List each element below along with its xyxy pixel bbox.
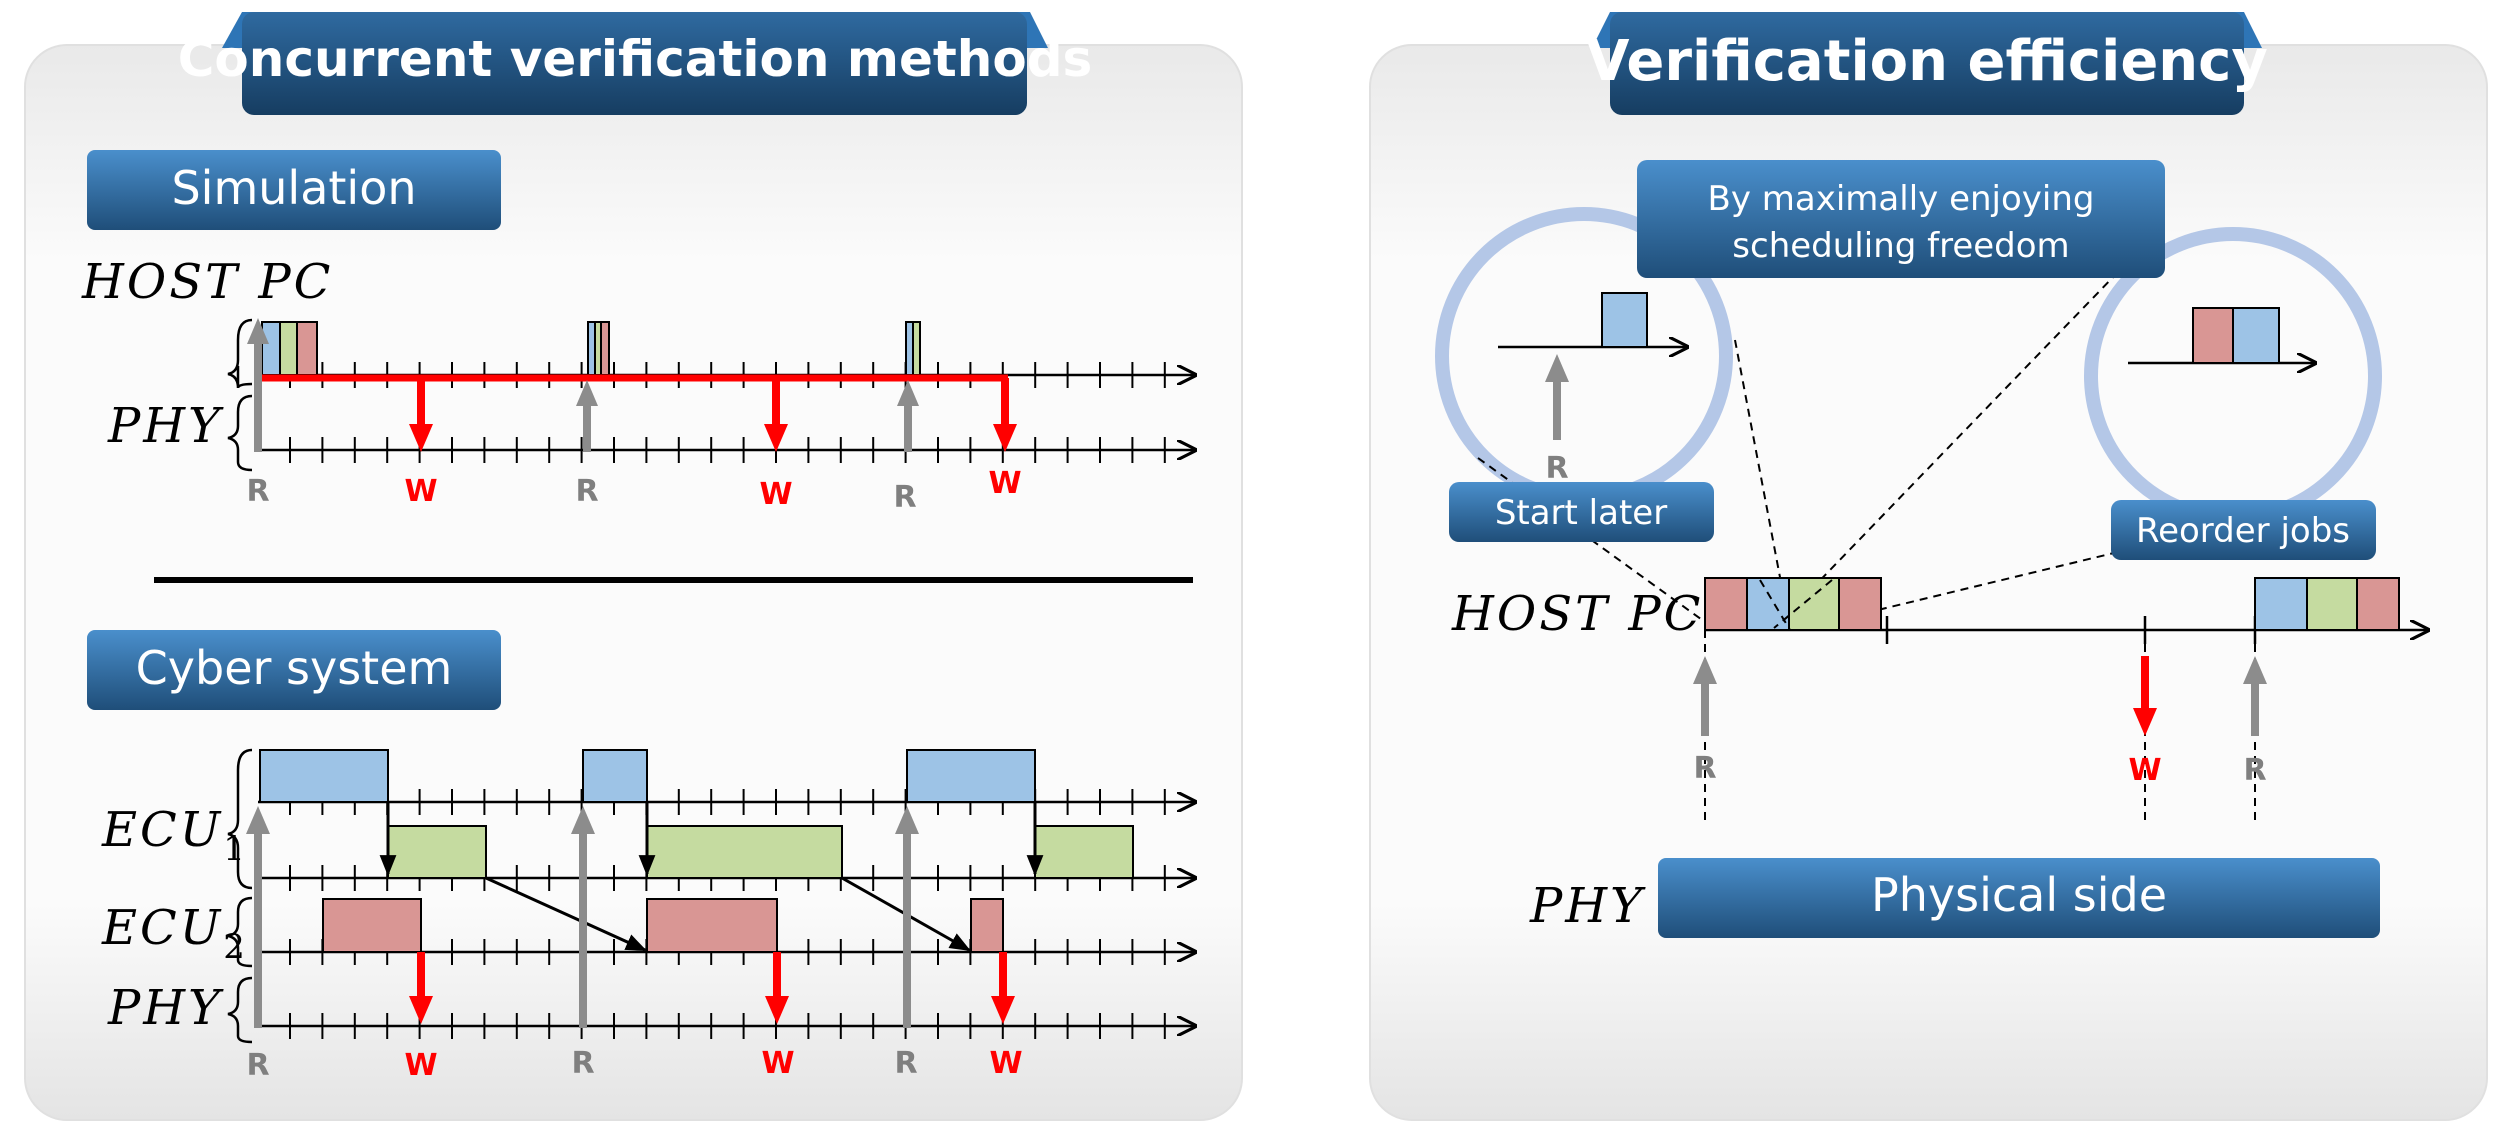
callout-line-1: By maximally enjoying [1708, 179, 2095, 219]
start-later-badge: Start later [1495, 493, 1667, 533]
ecu2-label: ECU2 [101, 900, 248, 967]
cyber-write-label: W [989, 1046, 1022, 1081]
left-panel: Concurrent verification methods Simulati… [24, 12, 1243, 1121]
right-read-label: R [1693, 751, 1716, 786]
sim-write-label: W [988, 466, 1021, 501]
cyber-read-label: R [571, 1046, 594, 1081]
sim-read-label: R [246, 474, 269, 509]
physical-side-badge: Physical side [1871, 868, 2167, 922]
right-read-label: R [2243, 753, 2266, 788]
right-phy-label: PHY [1529, 878, 1646, 934]
sim-read-label: R [893, 480, 916, 515]
right-panel: Verification efficiency R By maximally e… [1369, 12, 2488, 1121]
left-panel-title: Concurrent verification methods [178, 30, 1093, 88]
cyber-write-label: W [404, 1048, 437, 1083]
sim-phy-label: PHY [107, 398, 224, 454]
right-host-label: HOST PC [1451, 586, 1703, 642]
right-panel-title: Verification efficiency [1586, 29, 2268, 94]
sim-host-label: HOST PC [81, 254, 333, 310]
cyber-read-label: R [894, 1046, 917, 1081]
sim-write-label: W [404, 474, 437, 509]
zoom-read-label: R [1545, 451, 1568, 486]
ecu1-label: ECU1 [101, 802, 248, 869]
simulation-badge: Simulation [171, 161, 416, 215]
cyber-write-label: W [761, 1046, 794, 1081]
sim-write-label: W [759, 477, 792, 512]
cyber-phy-label: PHY [107, 980, 224, 1036]
reorder-jobs-badge: Reorder jobs [2136, 511, 2350, 551]
right-write-label: W [2128, 753, 2161, 788]
callout-line-2: scheduling freedom [1732, 226, 2069, 266]
cyber-system-badge: Cyber system [136, 641, 453, 695]
sim-read-label: R [575, 474, 598, 509]
cyber-read-label: R [246, 1048, 269, 1083]
